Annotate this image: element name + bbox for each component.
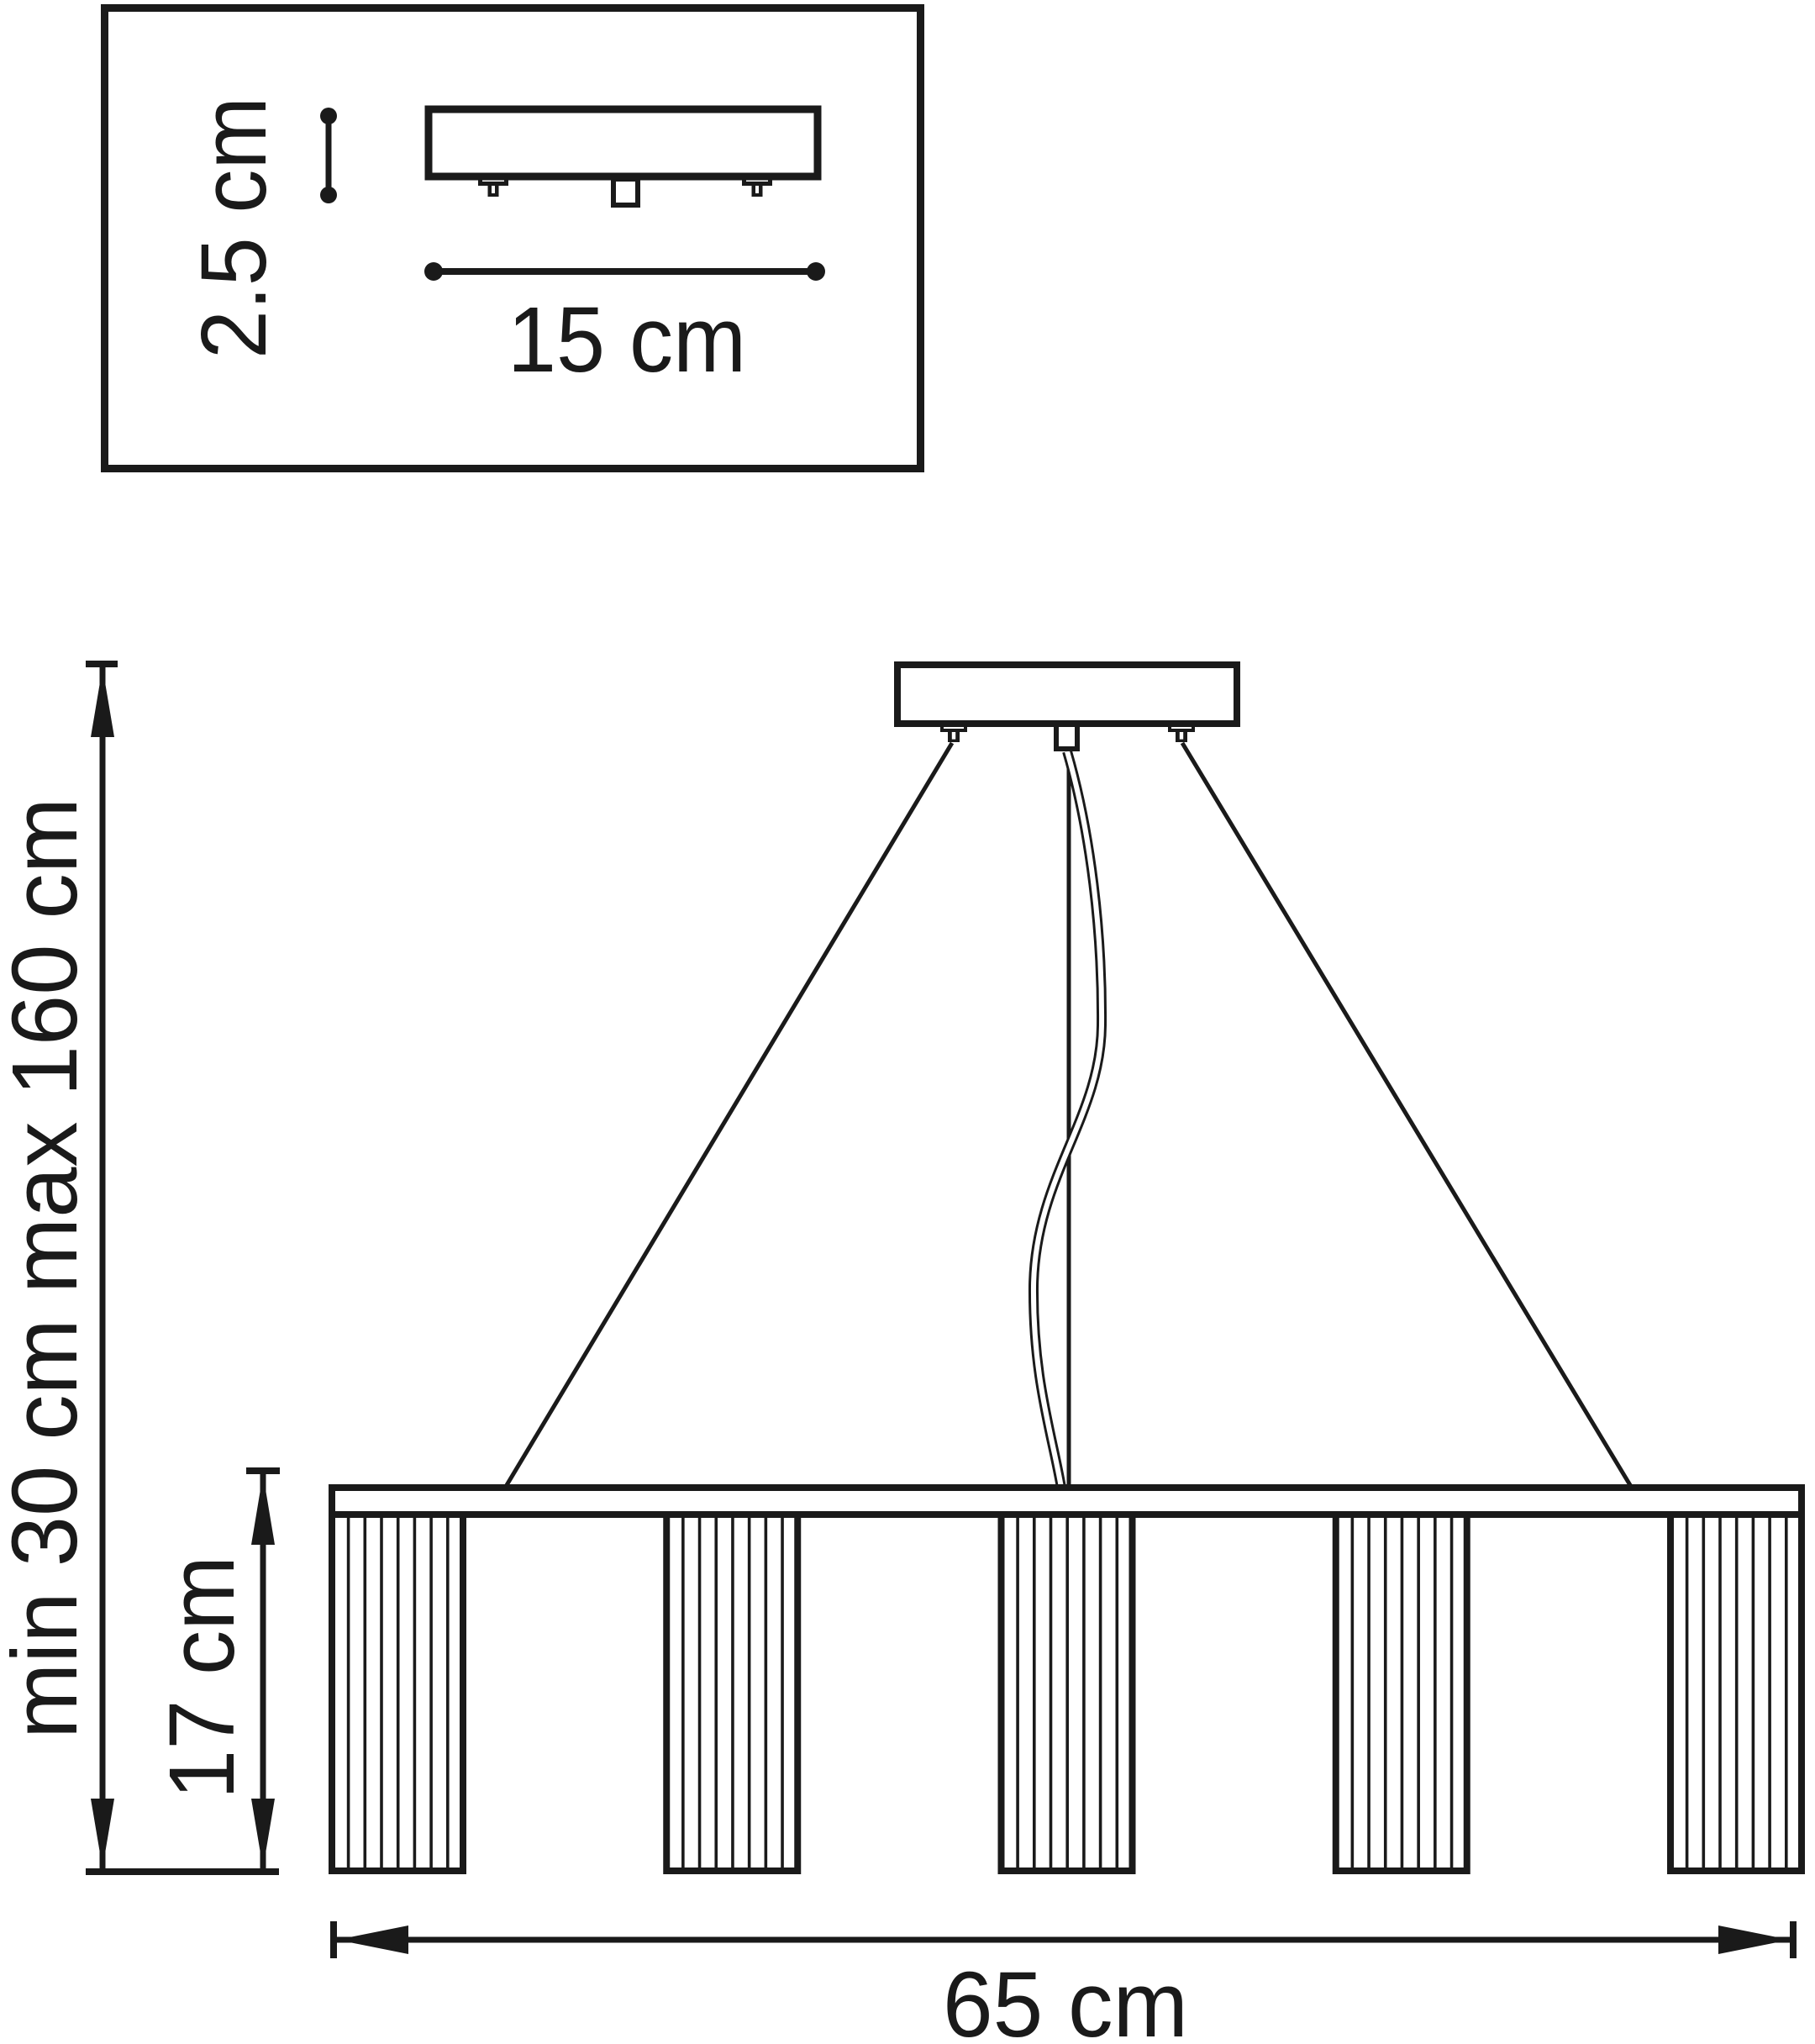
svg-text:min 30 cm max 160 cm: min 30 cm max 160 cm — [0, 798, 97, 1739]
svg-text:17 cm: 17 cm — [150, 1556, 254, 1799]
svg-text:2.5 cm: 2.5 cm — [182, 97, 286, 359]
svg-text:65 cm: 65 cm — [943, 1953, 1188, 2044]
svg-text:15 cm: 15 cm — [508, 288, 746, 392]
